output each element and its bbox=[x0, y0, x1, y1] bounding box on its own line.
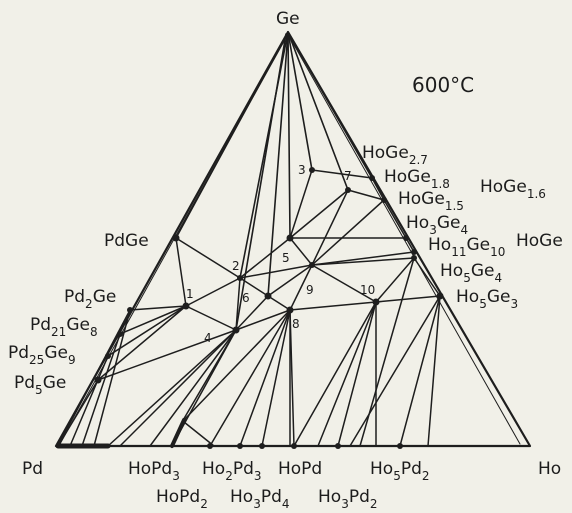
phase-label: Pd2Ge bbox=[64, 287, 116, 311]
vertex-pd: Pd bbox=[22, 459, 43, 479]
phase-points bbox=[94, 167, 444, 449]
point-number: 1 bbox=[186, 287, 194, 301]
phase-label: Ho5Ge3 bbox=[456, 287, 518, 311]
point-number: 4 bbox=[204, 331, 212, 345]
point-number: 2 bbox=[232, 259, 240, 273]
phase-label: HoPd3 bbox=[128, 459, 180, 483]
phase-label-outside: HoGe bbox=[516, 231, 563, 251]
phase-label: Ho3Ge4 bbox=[406, 213, 468, 237]
tie-lines-network bbox=[57, 169, 441, 447]
point-number: 5 bbox=[282, 251, 290, 265]
phase-label-outside: HoGe1.6 bbox=[480, 177, 546, 201]
phase-label: Ho5Pd2 bbox=[370, 459, 430, 483]
phase-label: HoPd2 bbox=[156, 487, 208, 511]
phase-label: Ho3Pd4 bbox=[230, 487, 290, 511]
phase-label: Pd25Ge9 bbox=[8, 343, 76, 367]
phase-label: HoGe1.8 bbox=[384, 167, 450, 191]
phase-label: HoGe2.7 bbox=[362, 143, 428, 167]
phase-label: Pd5Ge bbox=[14, 373, 66, 397]
phase-label: Ho3Pd2 bbox=[318, 487, 378, 511]
phase-label: HoGe1.5 bbox=[398, 189, 464, 213]
phase-label: Ho2Pd3 bbox=[202, 459, 262, 483]
point-number: 8 bbox=[292, 317, 300, 331]
point-number: 6 bbox=[242, 291, 250, 305]
point-number: 7 bbox=[344, 169, 352, 183]
vertex-ho: Ho bbox=[538, 459, 561, 479]
vertex-ge: Ge bbox=[276, 9, 300, 29]
phase-label: Ho11Ge10 bbox=[428, 235, 505, 259]
point-number: 10 bbox=[360, 283, 375, 297]
phase-label: Ho5Ge4 bbox=[440, 261, 502, 285]
temperature-label: 600°C bbox=[412, 73, 474, 97]
point-number: 9 bbox=[306, 283, 314, 297]
point-number: 3 bbox=[298, 163, 306, 177]
phase-label: PdGe bbox=[104, 231, 149, 251]
phase-label: Pd21Ge8 bbox=[30, 315, 98, 339]
phase-label: HoPd bbox=[278, 459, 322, 479]
